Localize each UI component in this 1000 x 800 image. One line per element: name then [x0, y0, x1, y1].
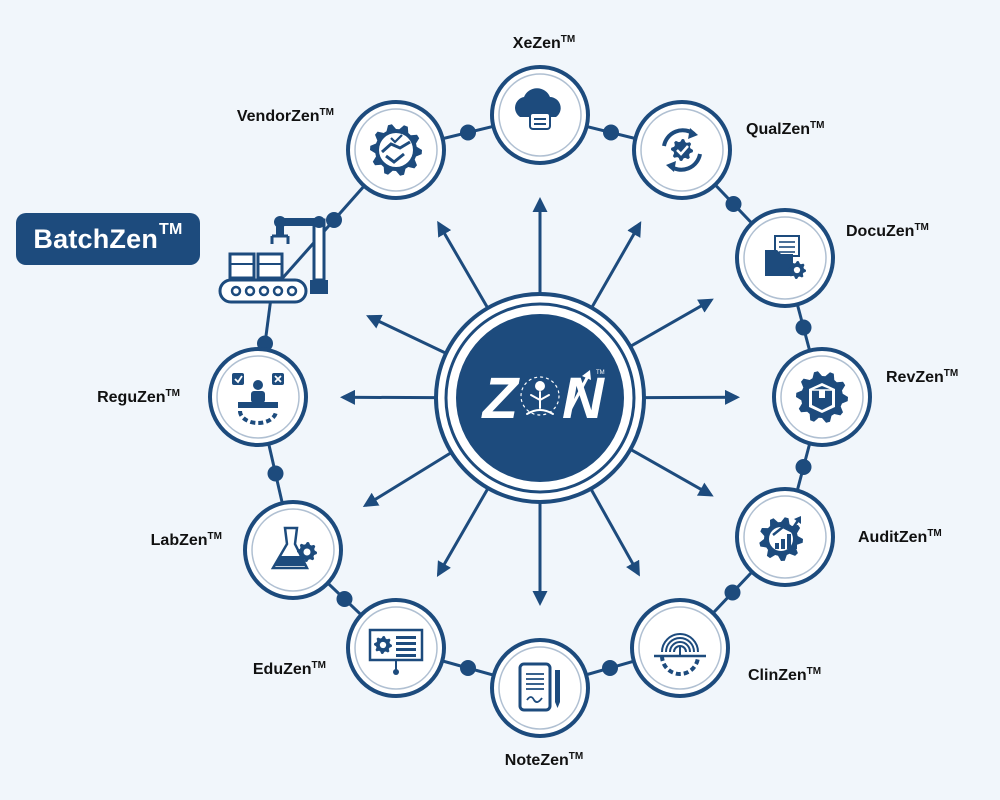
node-label-vendorzen: VendorZenTM [237, 107, 334, 125]
node-label-trademark: TM [927, 528, 941, 539]
arrow-layer [339, 197, 741, 606]
ring-dot [267, 465, 284, 482]
cloud-server-icon [515, 88, 561, 130]
node-label-trademark: TM [810, 120, 824, 131]
package-gear-icon [796, 371, 848, 423]
meditation-figure-icon [520, 376, 560, 416]
node-clinzen[interactable] [630, 598, 730, 698]
node-qualzen[interactable] [632, 100, 732, 200]
ring-dot [602, 660, 618, 676]
node-label-text: DocuZen [846, 223, 914, 240]
node-label-trademark: TM [166, 388, 180, 399]
node-label-text: XeZen [513, 35, 561, 52]
person-desk-approval-icon [232, 373, 284, 425]
node-auditzen[interactable] [735, 487, 835, 587]
node-label-clinzen: ClinZenTM [748, 666, 821, 684]
presentation-board-icon [368, 628, 424, 675]
node-label-trademark: TM [807, 666, 821, 677]
node-label-text: ClinZen [748, 667, 807, 684]
node-label-text: NoteZen [505, 752, 569, 769]
robot-arm-conveyor-icon [218, 216, 328, 304]
batchzen-trademark: TM [159, 221, 183, 238]
ring-dot [336, 591, 353, 607]
node-label-docuzen: DocuZenTM [846, 222, 929, 240]
node-label-text: LabZen [151, 532, 208, 549]
node-label-trademark: TM [914, 222, 928, 233]
hub-growth-arrowhead-icon [582, 370, 591, 380]
node-label-text: AuditZen [858, 529, 927, 546]
hub-trademark: TM [596, 370, 605, 376]
node-label-labzen: LabZenTM [151, 531, 222, 549]
flask-gear-icon [270, 526, 317, 570]
node-label-auditzen: AuditZenTM [858, 528, 942, 546]
node-label-text: VendorZen [237, 108, 320, 125]
label-layer: XeZenTMQualZenTMDocuZenTMRevZenTMAuditZe… [97, 34, 958, 769]
node-label-notezen: NoteZenTM [505, 751, 583, 769]
ring-dot [460, 124, 476, 141]
node-labzen[interactable] [243, 500, 343, 600]
hub-arrow [590, 221, 642, 308]
ring-dot [460, 660, 476, 676]
ring-dot [795, 319, 812, 336]
node-label-trademark: TM [208, 531, 222, 542]
node-docuzen[interactable] [735, 208, 835, 308]
ring-dot [724, 584, 741, 601]
ring-dot [725, 196, 742, 212]
node-notezen[interactable] [490, 638, 590, 738]
tablet-notes-icon [518, 662, 560, 712]
hub-logo-left: Z [481, 366, 521, 431]
hub-logo-right: N [562, 366, 605, 431]
node-label-xezen: XeZenTM [513, 34, 575, 52]
ring-dot [795, 459, 812, 475]
node-label-trademark: TM [944, 368, 958, 379]
node-eduzen[interactable] [346, 598, 446, 698]
gear-bar-chart-icon [759, 516, 803, 561]
node-label-revzen: RevZenTM [886, 368, 958, 386]
hub-growth-arrow-icon [568, 375, 590, 411]
hub-arrow [630, 298, 714, 348]
handshake-gear-icon [370, 124, 422, 176]
node-label-trademark: TM [320, 107, 334, 118]
node-label-text: QualZen [746, 121, 810, 138]
hub-arrow [436, 488, 489, 577]
ring-dot [326, 212, 342, 228]
hub-arrow [366, 314, 446, 355]
batchzen-label: BatchZen [33, 223, 159, 254]
node-label-qualzen: QualZenTM [746, 120, 824, 138]
node-layer [208, 65, 872, 738]
node-reguzen[interactable] [208, 347, 308, 447]
quality-cycle-icon [662, 128, 702, 172]
node-revzen[interactable] [772, 347, 872, 447]
hub-arrow [437, 220, 489, 308]
node-xezen[interactable] [490, 65, 590, 165]
node-label-eduzen: EduZenTM [253, 660, 326, 678]
node-label-trademark: TM [561, 34, 575, 45]
fingerprint-gear-icon [654, 633, 706, 676]
document-folder-gear-icon [765, 235, 806, 279]
node-label-trademark: TM [312, 660, 326, 671]
node-label-text: EduZen [253, 661, 312, 678]
node-label-text: RevZen [886, 369, 944, 386]
node-label-text: ReguZen [97, 389, 165, 406]
hub-arrow [630, 448, 714, 497]
hub-arrow [589, 488, 640, 577]
ring-dot [603, 124, 619, 141]
node-label-reguzen: ReguZenTM [97, 388, 180, 406]
node-label-trademark: TM [569, 751, 583, 762]
node-vendorzen[interactable] [346, 100, 446, 200]
hub-arrow [362, 451, 452, 508]
